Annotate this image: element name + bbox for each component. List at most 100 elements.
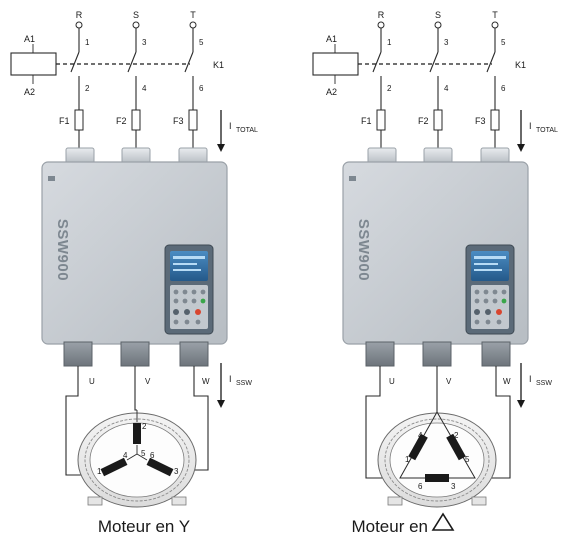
input-current-indicator: I TOTAL [517, 110, 558, 152]
arrow-down-icon [217, 144, 225, 152]
hmi-buttons [170, 285, 208, 329]
current-symbol: I [229, 121, 232, 131]
input-current-indicator: I TOTAL [217, 110, 258, 152]
logo-mark [48, 176, 55, 181]
phase-label-t: T [190, 10, 196, 20]
output-current-indicator: I SSW [217, 363, 252, 408]
current-subscript: SSW [536, 380, 552, 387]
winding-label: 5 [141, 449, 146, 458]
terminal-number: 2 [387, 84, 392, 93]
output-label-v: V [145, 377, 151, 386]
winding-label: 6 [150, 451, 155, 460]
terminal-number: 5 [199, 38, 204, 47]
output-terminal-block [63, 341, 93, 367]
fuse-label: F1 [361, 116, 372, 126]
switch-contact-icon [70, 51, 80, 73]
winding-label: 1 [405, 455, 410, 464]
terminal-number: 3 [444, 38, 449, 47]
coil-label-a2: A2 [326, 87, 337, 97]
current-symbol: I [229, 374, 232, 384]
winding-icon [408, 433, 428, 461]
hmi-display [471, 251, 509, 281]
output-label-w: W [503, 377, 511, 386]
switch-contact-icon [372, 51, 382, 73]
phase-label-t: T [492, 10, 498, 20]
terminal-number: 3 [142, 38, 147, 47]
arrow-down-icon [517, 400, 525, 408]
phase-label-s: S [435, 10, 441, 20]
output-wiring: U V W [365, 366, 511, 479]
winding-icon [133, 423, 141, 444]
soft-starter-unit: SSW900 [342, 147, 529, 367]
soft-starter-unit: SSW900 [41, 147, 228, 367]
terminal-number: 5 [501, 38, 506, 47]
supply-terminals: R S T [377, 10, 499, 29]
winding-label: 4 [418, 431, 423, 440]
output-terminal-block [481, 341, 511, 367]
output-label-u: U [389, 377, 395, 386]
winding-icon [446, 433, 466, 461]
winding-icon [100, 457, 128, 477]
current-symbol: I [529, 121, 532, 131]
contactor-k1: 1 3 5 2 4 6 K1 [358, 28, 526, 110]
caption-star: Moteur en Y [98, 517, 190, 536]
winding-label: 5 [465, 455, 470, 464]
switch-contact-icon [486, 51, 496, 73]
current-symbol: I [529, 374, 532, 384]
terminal-number: 1 [85, 38, 90, 47]
caption-delta: Moteur en [351, 517, 428, 536]
fuses: F1 F2 F3 [361, 109, 500, 148]
terminal-number: 4 [142, 84, 147, 93]
arrow-down-icon [217, 400, 225, 408]
winding-label: 6 [418, 482, 423, 491]
terminal-t-icon [491, 21, 499, 29]
contactor-k1: 1 3 5 2 4 6 K1 [56, 28, 224, 110]
motor-delta: 4 2 1 5 6 3 [377, 410, 497, 508]
switch-contact-icon [127, 51, 137, 73]
motor-foot [87, 496, 103, 506]
terminal-number: 6 [501, 84, 506, 93]
switch-contact-icon [429, 51, 439, 73]
motor-foot [171, 496, 187, 506]
coil-label-a1: A1 [326, 34, 337, 44]
motor-foot [471, 496, 487, 506]
winding-label: 3 [174, 467, 179, 476]
fuse-label: F2 [418, 116, 429, 126]
fuse-label: F3 [173, 116, 184, 126]
phase-label-r: R [76, 10, 83, 20]
logo-mark [349, 176, 356, 181]
output-terminal-block [422, 341, 452, 367]
current-subscript: TOTAL [536, 127, 558, 134]
hmi-buttons [471, 285, 509, 329]
current-subscript: SSW [236, 380, 252, 387]
fuse-icon [376, 109, 386, 131]
output-terminal-block [365, 341, 395, 367]
fuses: F1 F2 F3 [59, 109, 198, 148]
fuse-icon [131, 109, 141, 131]
terminal-r-icon [377, 21, 385, 29]
contactor-label: K1 [515, 60, 526, 70]
fuse-label: F2 [116, 116, 127, 126]
output-label-v: V [446, 377, 452, 386]
output-label-u: U [89, 377, 95, 386]
delta-triangle-icon [431, 512, 455, 531]
terminal-t-icon [189, 21, 197, 29]
coil-label-a1: A1 [24, 34, 35, 44]
terminal-r-icon [75, 21, 83, 29]
contactor-label: K1 [213, 60, 224, 70]
terminal-number: 2 [85, 84, 90, 93]
output-label-w: W [202, 377, 210, 386]
phase-label-r: R [378, 10, 385, 20]
output-wiring: U V W [65, 366, 210, 476]
contactor-coil: A1 A2 [312, 34, 359, 97]
brand-label: SSW900 [355, 219, 372, 281]
coil-icon [312, 52, 359, 76]
supply-terminals: R S T [75, 10, 197, 29]
output-terminal-block [120, 341, 150, 367]
hmi-display [170, 251, 208, 281]
winding-icon [146, 457, 174, 477]
winding-label: 3 [451, 482, 456, 491]
phase-label-s: S [133, 10, 139, 20]
winding-label: 2 [142, 422, 147, 431]
